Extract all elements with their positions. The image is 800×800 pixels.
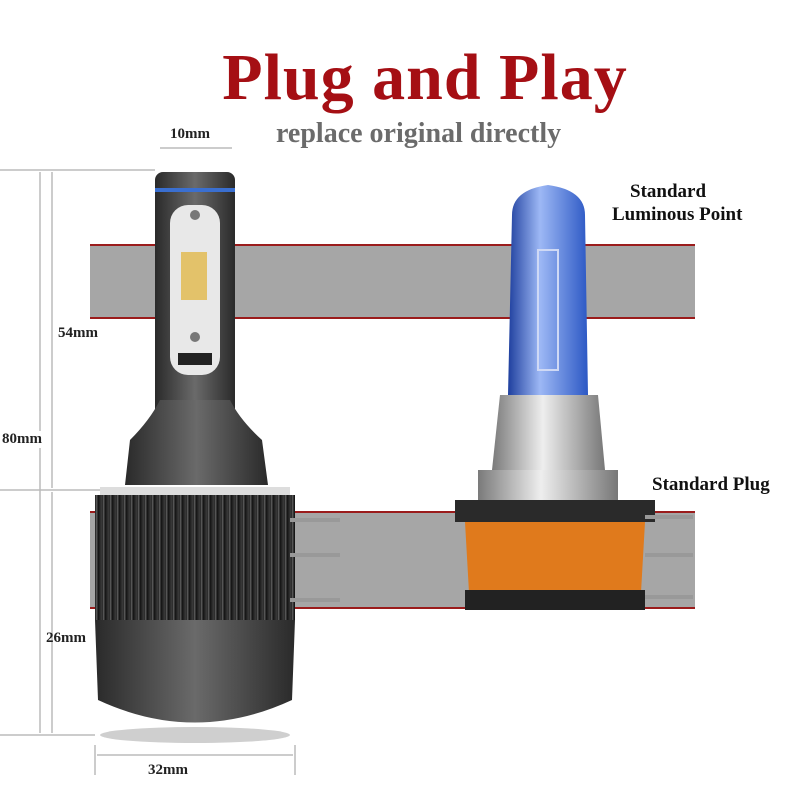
standard-plug-label: Standard Plug xyxy=(652,474,770,495)
subtitle: replace original directly xyxy=(276,118,562,149)
halogen-bulb xyxy=(455,185,693,610)
neck-width-label: 10mm xyxy=(170,126,210,142)
led-bulb xyxy=(95,172,340,743)
page-title: Plug and Play xyxy=(222,41,628,114)
luminous-point-label-line2: Luminous Point xyxy=(612,204,743,225)
base-height-label: 26mm xyxy=(46,630,86,646)
total-height-label: 80mm xyxy=(2,431,42,448)
dimension-lines xyxy=(0,147,296,775)
upper-height-label: 54mm xyxy=(58,325,98,341)
luminous-point-label-line1: Standard xyxy=(630,181,707,202)
base-width-label: 32mm xyxy=(148,762,188,778)
